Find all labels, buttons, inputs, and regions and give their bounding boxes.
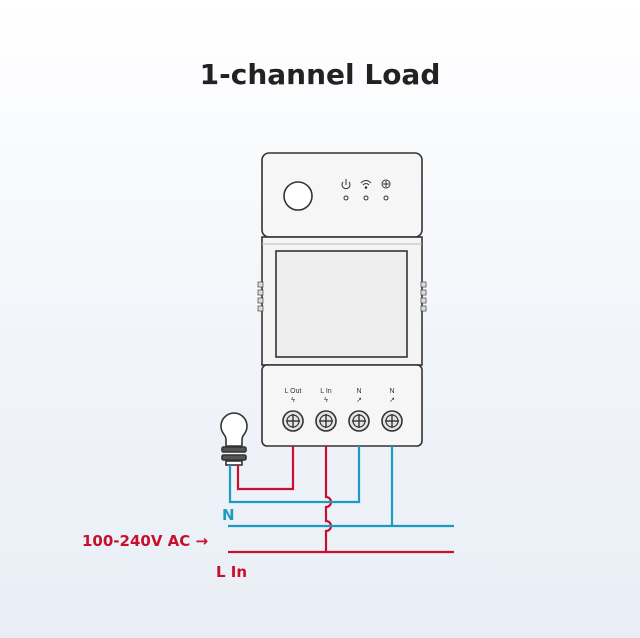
terminal-symbol-lout: ϟ bbox=[291, 397, 295, 404]
lan-icon bbox=[381, 179, 391, 189]
terminal-label-n1: N bbox=[356, 388, 361, 395]
power-led bbox=[343, 195, 349, 201]
wire-lin-riser bbox=[324, 446, 333, 552]
terminal-screw-n1 bbox=[348, 410, 370, 432]
wifi-led bbox=[363, 195, 369, 201]
wifi-icon bbox=[360, 180, 372, 189]
terminal-label-lin: L In bbox=[320, 388, 332, 395]
terminal-screw-lin bbox=[315, 410, 337, 432]
terminal-label-n2: N bbox=[389, 388, 394, 395]
power-icon bbox=[341, 179, 351, 190]
terminal-symbol-n1: ↗ bbox=[356, 397, 362, 404]
neutral-wires bbox=[228, 446, 454, 528]
terminal-screw-n2 bbox=[381, 410, 403, 432]
terminal-symbol-n2: ↗ bbox=[389, 397, 395, 404]
indicator-leds bbox=[343, 195, 389, 201]
display-screen bbox=[275, 250, 408, 358]
left-side-clip bbox=[257, 281, 264, 312]
terminal-label-lout: L Out bbox=[285, 388, 302, 395]
lan-led bbox=[383, 195, 389, 201]
device-bottom-cap bbox=[261, 364, 423, 447]
live-in-label: L In bbox=[216, 563, 247, 581]
neutral-label: N bbox=[222, 506, 235, 524]
voltage-label: 100-240V AC → bbox=[82, 532, 208, 550]
wire-lout-to-bulb bbox=[236, 446, 295, 491]
control-button bbox=[283, 181, 313, 211]
live-wires bbox=[228, 446, 454, 554]
wire-n1-to-bulb bbox=[228, 446, 361, 504]
diagram-title: 1-channel Load bbox=[199, 58, 441, 91]
terminal-screw-lout bbox=[282, 410, 304, 432]
right-side-clip bbox=[420, 281, 427, 312]
light-bulb-icon bbox=[220, 412, 248, 466]
terminal-symbol-lin: ϟ bbox=[324, 397, 328, 404]
